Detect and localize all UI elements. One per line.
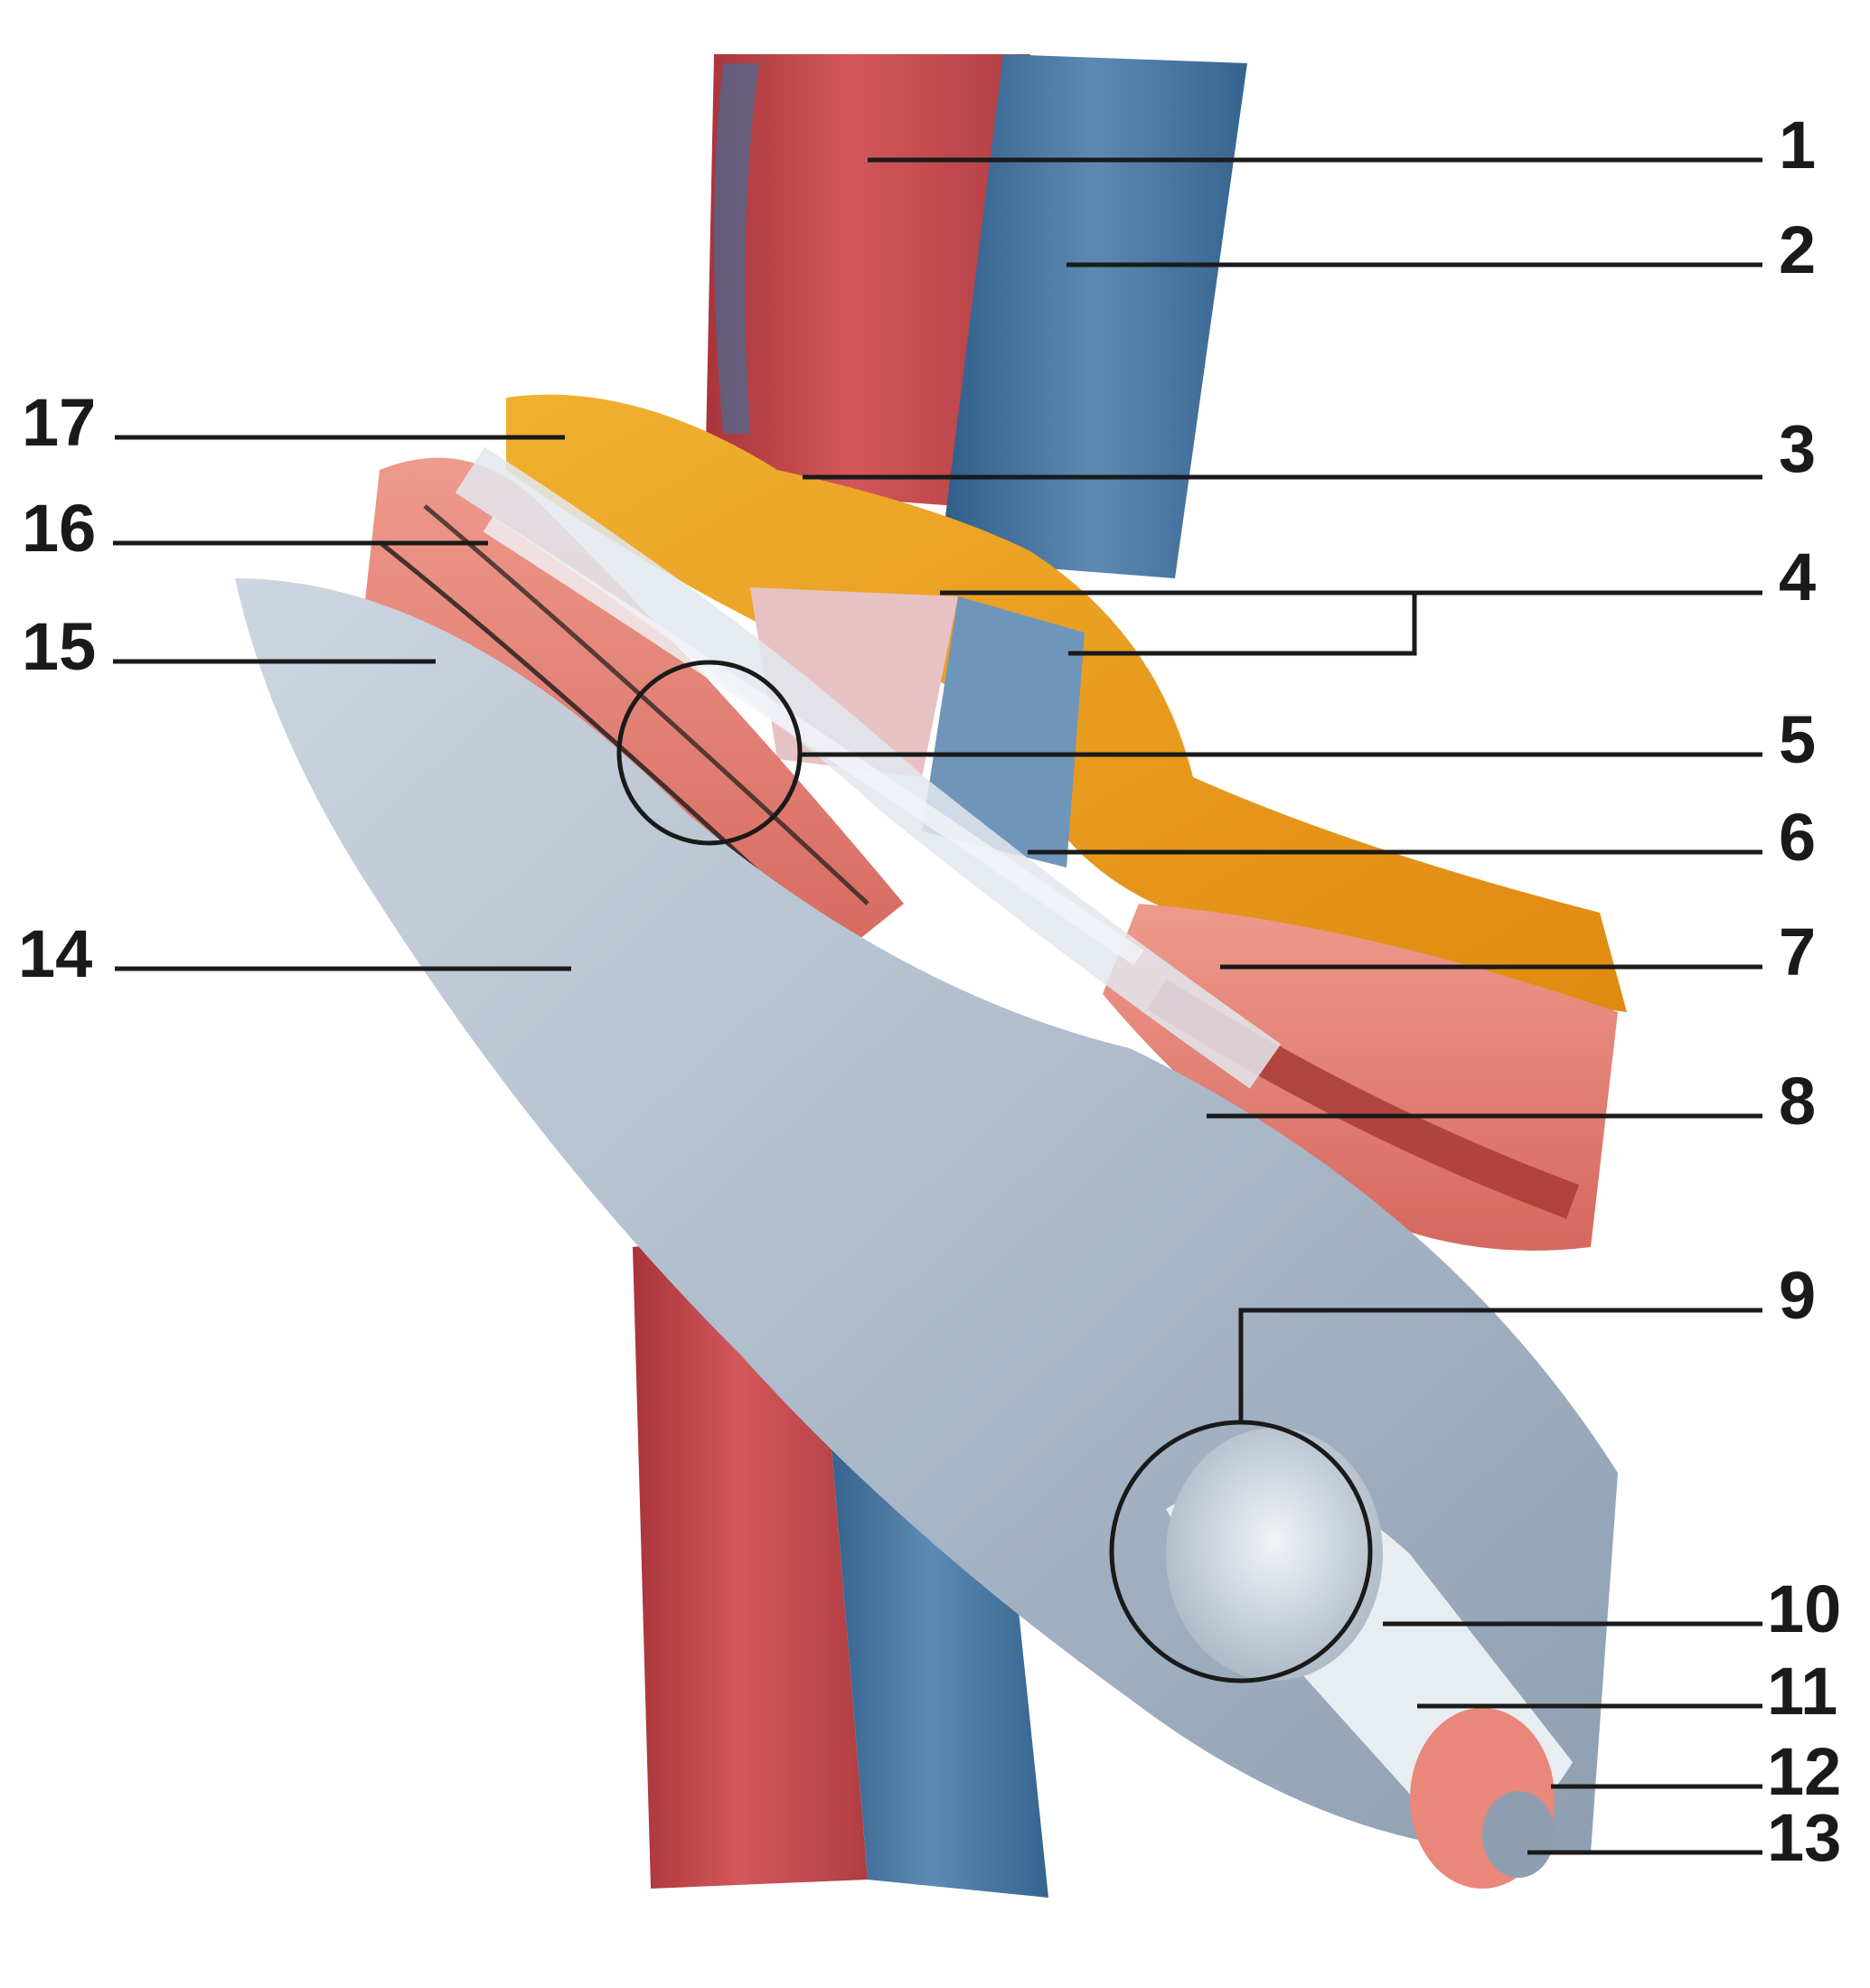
- label-11: 11: [1767, 1654, 1837, 1729]
- label-8: 8: [1779, 1064, 1816, 1139]
- label-17: 17: [22, 385, 96, 460]
- upper-artery: [705, 54, 1030, 506]
- label-9: 9: [1779, 1258, 1816, 1333]
- label-1: 1: [1779, 108, 1816, 183]
- label-7: 7: [1779, 914, 1816, 989]
- label-3: 3: [1779, 411, 1816, 486]
- label-5: 5: [1779, 702, 1816, 777]
- label-10: 10: [1767, 1571, 1841, 1646]
- leader-9: [1238, 1308, 1762, 1422]
- label-13: 13: [1767, 1800, 1841, 1875]
- label-2: 2: [1779, 212, 1816, 287]
- label-15: 15: [22, 609, 96, 684]
- upper-vein: [940, 54, 1247, 578]
- label-16: 16: [22, 491, 96, 566]
- cut-end: [1410, 1708, 1555, 1889]
- label-12: 12: [1767, 1734, 1841, 1809]
- label-14: 14: [18, 916, 92, 991]
- leader-4: [940, 590, 1417, 656]
- label-4: 4: [1779, 539, 1816, 614]
- label-6: 6: [1779, 800, 1816, 875]
